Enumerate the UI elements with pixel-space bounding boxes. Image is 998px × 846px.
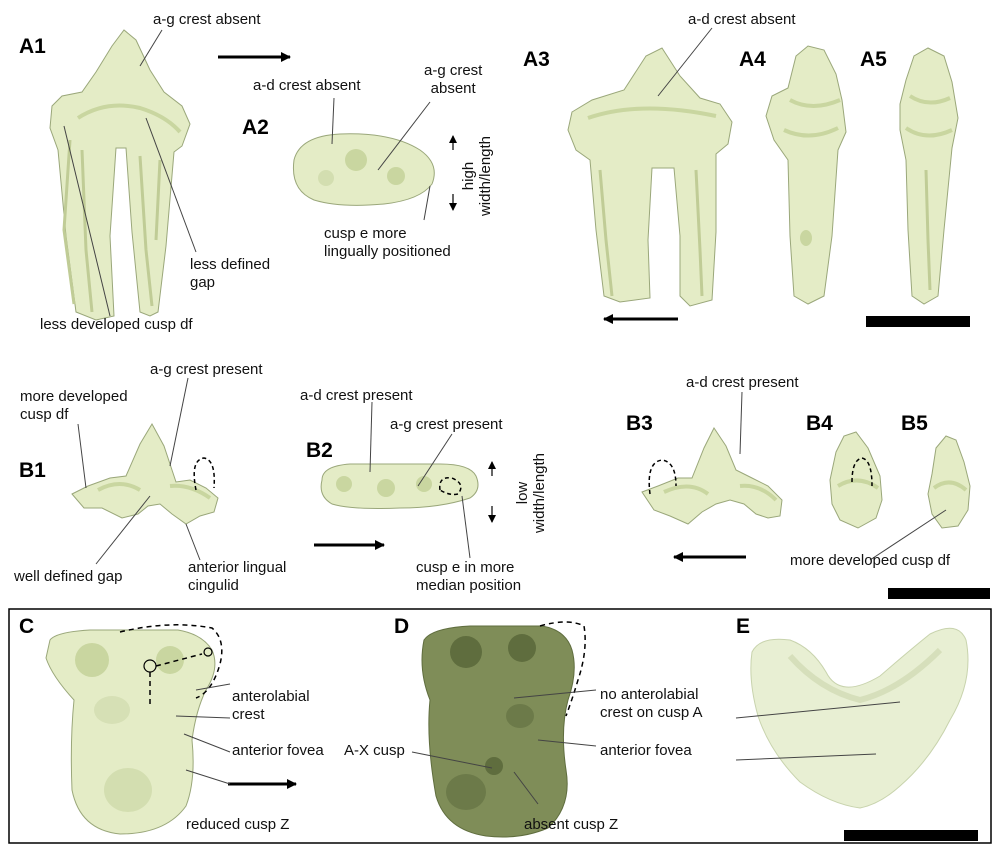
annotation-a2-cusp-e: cusp e more lingually positioned [324, 225, 451, 261]
annotation-a1-cusp: less developed cusp df [40, 316, 193, 334]
annotation-b1-cusp: more developed cusp df [20, 388, 128, 424]
annotation-a2-ag-crest: a-g crest absent [424, 62, 482, 98]
annotation-d-ax-cusp: A-X cusp [344, 742, 405, 760]
annotation-c-cusp-z: reduced cusp Z [186, 816, 289, 834]
annotation-a3-ad-crest: a-d crest absent [688, 11, 796, 29]
scale-bar-b [888, 588, 990, 599]
annotation-b1-ag-crest: a-g crest present [150, 361, 263, 379]
scale-bar-e [844, 830, 978, 841]
annotation-a2-ratio-2: width/length [477, 136, 494, 216]
tooth-b3 [642, 428, 782, 524]
scale-bar-a [866, 316, 970, 327]
annotation-c-crest: anterolabial crest [232, 688, 310, 724]
panel-label-c: C [19, 616, 34, 637]
tooth-b2 [321, 464, 478, 509]
annotation-b1-gap: well defined gap [14, 568, 122, 586]
annotation-b2-ad-crest: a-d crest present [300, 387, 413, 405]
annotation-b1-cingulid: anterior lingual cingulid [188, 559, 286, 595]
tooth-a2 [293, 134, 434, 206]
panel-label-b2: B2 [306, 440, 333, 461]
tooth-d [422, 626, 574, 837]
annotation-b3-ad-crest: a-d crest present [686, 374, 799, 392]
annotation-d-fovea: anterior fovea [600, 742, 692, 760]
panel-label-e: E [736, 616, 750, 637]
panel-label-a4: A4 [739, 49, 766, 70]
panel-label-a2: A2 [242, 117, 269, 138]
annotation-b2-ratio-1: low [514, 482, 531, 505]
annotation-a2-ratio-1: high [460, 162, 477, 190]
tooth-c [46, 630, 215, 834]
panel-label-b4: B4 [806, 413, 833, 434]
annotation-b2-ag-crest: a-g crest present [390, 416, 503, 434]
annotation-d-no-crest: no anterolabial crest on cusp A [600, 686, 703, 722]
annotation-b2-cusp-e: cusp e in more median position [416, 559, 521, 595]
annotation-b45-cusp: more developed cusp df [790, 552, 950, 570]
tooth-e [751, 628, 968, 808]
panel-label-a1: A1 [19, 36, 46, 57]
tooth-b4 [830, 432, 882, 528]
tooth-a4 [766, 46, 846, 304]
tooth-a3 [568, 48, 732, 306]
panel-label-d: D [394, 616, 409, 637]
annotation-b2-ratio-2: width/length [531, 453, 548, 533]
annotation-c-fovea: anterior fovea [232, 742, 324, 760]
tooth-b1 [72, 424, 218, 524]
leader-lines-b [78, 378, 946, 564]
tooth-b5 [928, 436, 970, 528]
annotation-d-cusp-z: absent cusp Z [524, 816, 618, 834]
annotation-a2-ad-crest: a-d crest absent [253, 77, 361, 95]
tooth-a5 [900, 48, 958, 304]
panel-label-b1: B1 [19, 460, 46, 481]
annotation-a1-gap: less defined gap [190, 256, 270, 292]
panel-label-a3: A3 [523, 49, 550, 70]
tooth-a1 [50, 30, 190, 320]
annotation-a1-crest: a-g crest absent [153, 11, 261, 29]
panel-label-b5: B5 [901, 413, 928, 434]
panel-label-a5: A5 [860, 49, 887, 70]
panel-label-b3: B3 [626, 413, 653, 434]
